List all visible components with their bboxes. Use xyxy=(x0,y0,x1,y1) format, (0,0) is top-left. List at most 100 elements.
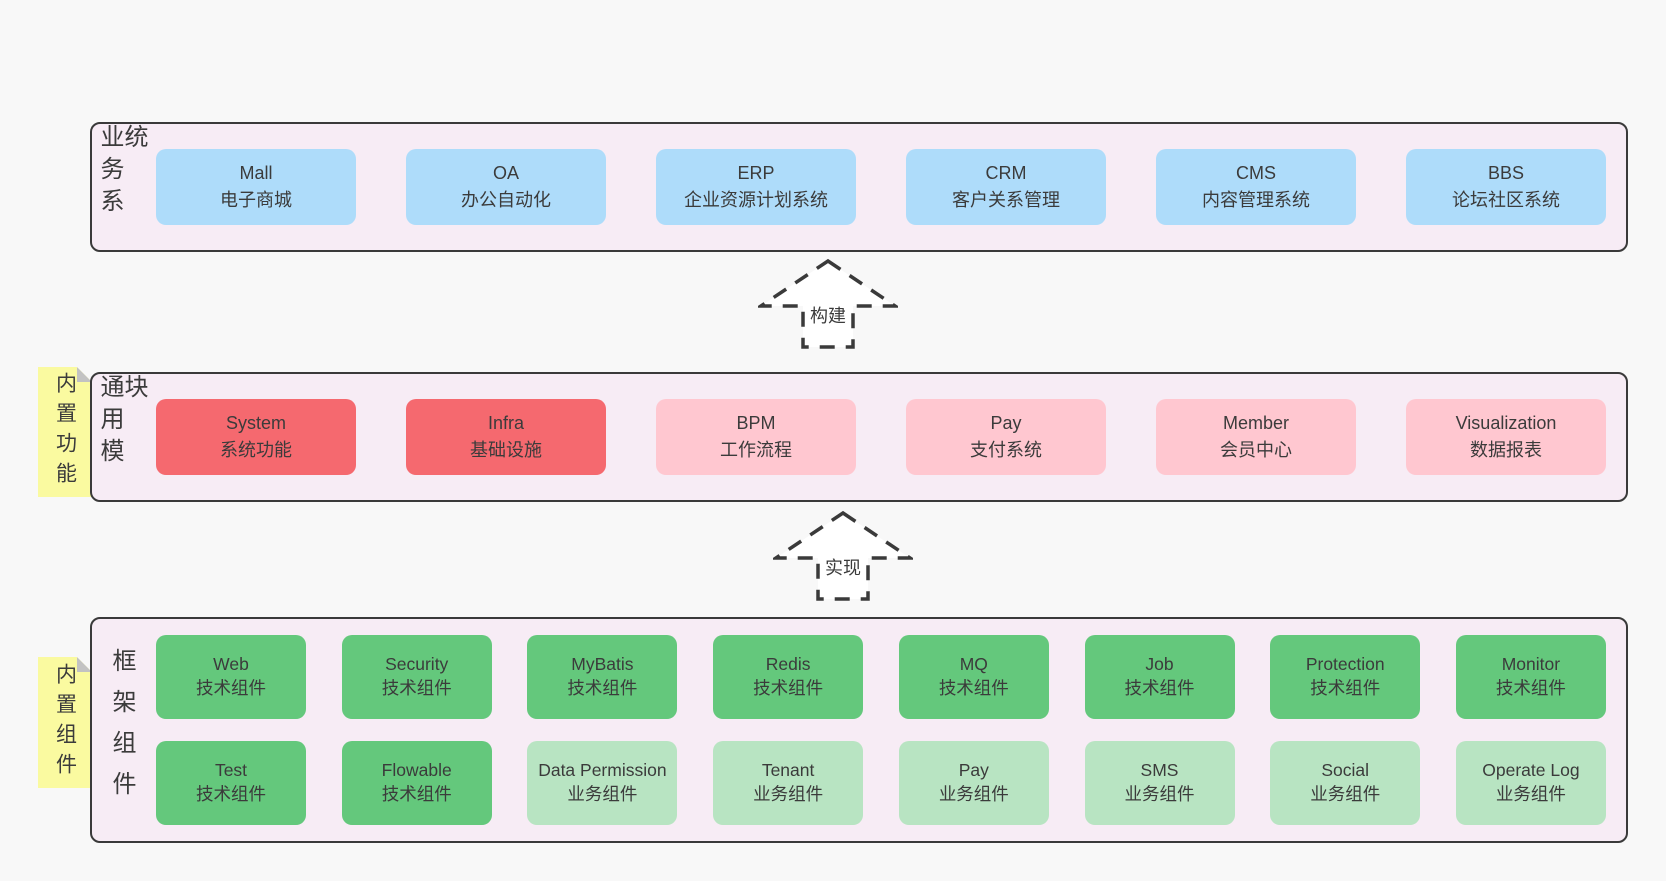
section-label-text: 框架组件 xyxy=(108,648,135,812)
box-subtitle: 技术组件 xyxy=(1495,678,1566,698)
box-subtitle: 企业资源计划系统 xyxy=(684,190,828,210)
box-subtitle: 客户关系管理 xyxy=(952,190,1060,210)
build-arrow-icon: 构建 xyxy=(758,258,898,350)
build-arrow-label: 构建 xyxy=(807,302,849,328)
framework-row-1: Web 技术组件 Security 技术组件 MyBatis 技术组件 Redi… xyxy=(156,635,1606,719)
box-subtitle: 技术组件 xyxy=(938,678,1009,698)
box-bpm: BPM 工作流程 xyxy=(656,399,856,475)
box-title: ERP xyxy=(737,163,775,183)
box-title: BPM xyxy=(736,413,776,433)
box-title: CMS xyxy=(1236,163,1276,183)
section-label-text: 业务系统 xyxy=(96,124,147,220)
box-subtitle: 业务组件 xyxy=(1124,784,1195,804)
box-title: Monitor xyxy=(1501,654,1561,675)
section-label-business: 业务系统 xyxy=(92,124,150,250)
box-pay-component: Pay 业务组件 xyxy=(898,741,1049,825)
box-subtitle: 业务组件 xyxy=(938,784,1009,804)
box-title: CRM xyxy=(985,163,1027,183)
box-subtitle: 业务组件 xyxy=(567,784,638,804)
box-subtitle: 论坛社区系统 xyxy=(1452,190,1560,210)
section-common-modules: 通用模块 System 系统功能 Infra 基础设施 BPM 工作流程 Pay… xyxy=(90,372,1628,502)
box-monitor: Monitor 技术组件 xyxy=(1455,635,1606,719)
box-title: Infra xyxy=(487,413,525,433)
box-subtitle: 电子商城 xyxy=(220,190,292,210)
box-bbs: BBS 论坛社区系统 xyxy=(1406,149,1606,225)
sticky-note-built-in-components: 内置组件 xyxy=(38,657,92,788)
box-test: Test 技术组件 xyxy=(156,741,306,825)
section-label-common: 通用模块 xyxy=(92,374,150,500)
box-social: Social 业务组件 xyxy=(1270,741,1421,825)
box-title: Protection xyxy=(1305,654,1385,675)
box-pay-system: Pay 支付系统 xyxy=(906,399,1106,475)
note-text: 内置功能 xyxy=(53,372,77,492)
box-erp: ERP 企业资源计划系统 xyxy=(656,149,856,225)
box-title: Test xyxy=(214,760,248,781)
box-title: BBS xyxy=(1487,163,1525,183)
box-subtitle: 技术组件 xyxy=(381,784,452,804)
box-subtitle: 技术组件 xyxy=(1310,678,1381,698)
box-title: MQ xyxy=(959,654,988,675)
box-title: Job xyxy=(1145,654,1174,675)
box-subtitle: 系统功能 xyxy=(220,440,292,460)
framework-rows: Web 技术组件 Security 技术组件 MyBatis 技术组件 Redi… xyxy=(150,619,1626,841)
box-title: SMS xyxy=(1140,760,1179,781)
section-label-framework: 框架组件 xyxy=(92,619,150,841)
box-title: Pay xyxy=(958,760,989,781)
box-mq: MQ 技术组件 xyxy=(898,635,1049,719)
box-subtitle: 技术组件 xyxy=(1124,678,1195,698)
common-boxes-row: System 系统功能 Infra 基础设施 BPM 工作流程 Pay 支付系统… xyxy=(150,374,1626,500)
box-subtitle: 技术组件 xyxy=(196,678,266,698)
box-title: Tenant xyxy=(761,760,815,781)
box-sms: SMS 业务组件 xyxy=(1084,741,1235,825)
box-tenant: Tenant 业务组件 xyxy=(713,741,864,825)
box-operate-log: Operate Log 业务组件 xyxy=(1455,741,1606,825)
box-member: Member 会员中心 xyxy=(1156,399,1356,475)
box-protection: Protection 技术组件 xyxy=(1270,635,1421,719)
box-subtitle: 技术组件 xyxy=(567,678,638,698)
box-subtitle: 办公自动化 xyxy=(461,190,551,210)
box-subtitle: 会员中心 xyxy=(1220,440,1292,460)
box-mybatis: MyBatis 技术组件 xyxy=(527,635,678,719)
business-boxes-row: Mall 电子商城 OA 办公自动化 ERP 企业资源计划系统 CRM 客户关系… xyxy=(150,124,1626,250)
box-visualization: Visualization 数据报表 xyxy=(1406,399,1606,475)
box-title: OA xyxy=(492,163,519,183)
box-subtitle: 内容管理系统 xyxy=(1202,190,1310,210)
box-title: Web xyxy=(213,654,249,675)
box-subtitle: 技术组件 xyxy=(196,784,266,804)
sticky-note-built-in-features: 内置功能 xyxy=(38,367,92,497)
box-title: Flowable xyxy=(381,760,452,781)
box-title: Security xyxy=(385,654,449,675)
box-security: Security 技术组件 xyxy=(341,635,492,719)
box-subtitle: 业务组件 xyxy=(1310,784,1381,804)
box-redis: Redis 技术组件 xyxy=(713,635,864,719)
box-system: System 系统功能 xyxy=(156,399,356,475)
box-title: Pay xyxy=(990,413,1022,433)
box-data-permission: Data Permission 业务组件 xyxy=(527,741,678,825)
box-subtitle: 技术组件 xyxy=(753,678,824,698)
implement-arrow-label: 实现 xyxy=(822,554,864,580)
box-title: Social xyxy=(1321,760,1370,781)
box-title: System xyxy=(225,413,286,433)
implement-arrow-icon: 实现 xyxy=(773,510,913,602)
box-subtitle: 业务组件 xyxy=(753,784,824,804)
section-business-systems: 业务系统 Mall 电子商城 OA 办公自动化 ERP 企业资源计划系统 CRM… xyxy=(90,122,1628,252)
box-mall: Mall 电子商城 xyxy=(156,149,356,225)
box-subtitle: 支付系统 xyxy=(970,440,1042,460)
box-title: Redis xyxy=(765,654,811,675)
box-subtitle: 业务组件 xyxy=(1495,784,1566,804)
box-title: MyBatis xyxy=(571,654,634,675)
box-title: Operate Log xyxy=(1482,760,1580,781)
section-label-text: 通用模块 xyxy=(96,374,147,470)
box-title: Visualization xyxy=(1455,413,1557,433)
framework-row-2: Test 技术组件 Flowable 技术组件 Data Permission … xyxy=(156,741,1606,825)
section-framework-components: 框架组件 Web 技术组件 Security 技术组件 MyBatis 技术组件… xyxy=(90,617,1628,843)
box-subtitle: 数据报表 xyxy=(1470,440,1542,460)
box-title: Data Permission xyxy=(538,760,667,781)
box-crm: CRM 客户关系管理 xyxy=(906,149,1106,225)
box-title: Mall xyxy=(239,163,273,183)
box-infra: Infra 基础设施 xyxy=(406,399,606,475)
box-job: Job 技术组件 xyxy=(1084,635,1235,719)
box-web: Web 技术组件 xyxy=(156,635,306,719)
box-cms: CMS 内容管理系统 xyxy=(1156,149,1356,225)
